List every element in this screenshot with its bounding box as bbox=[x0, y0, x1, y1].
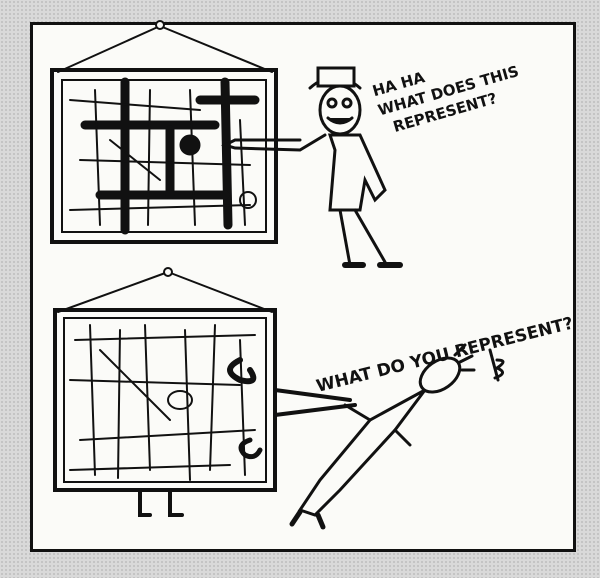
speech-top: HA HA WHAT DOES THIS REPRESENT? bbox=[370, 62, 520, 136]
pointing-man bbox=[220, 66, 403, 268]
falling-man bbox=[289, 343, 505, 530]
bottom-painting bbox=[53, 267, 357, 517]
top-painting bbox=[50, 20, 278, 244]
